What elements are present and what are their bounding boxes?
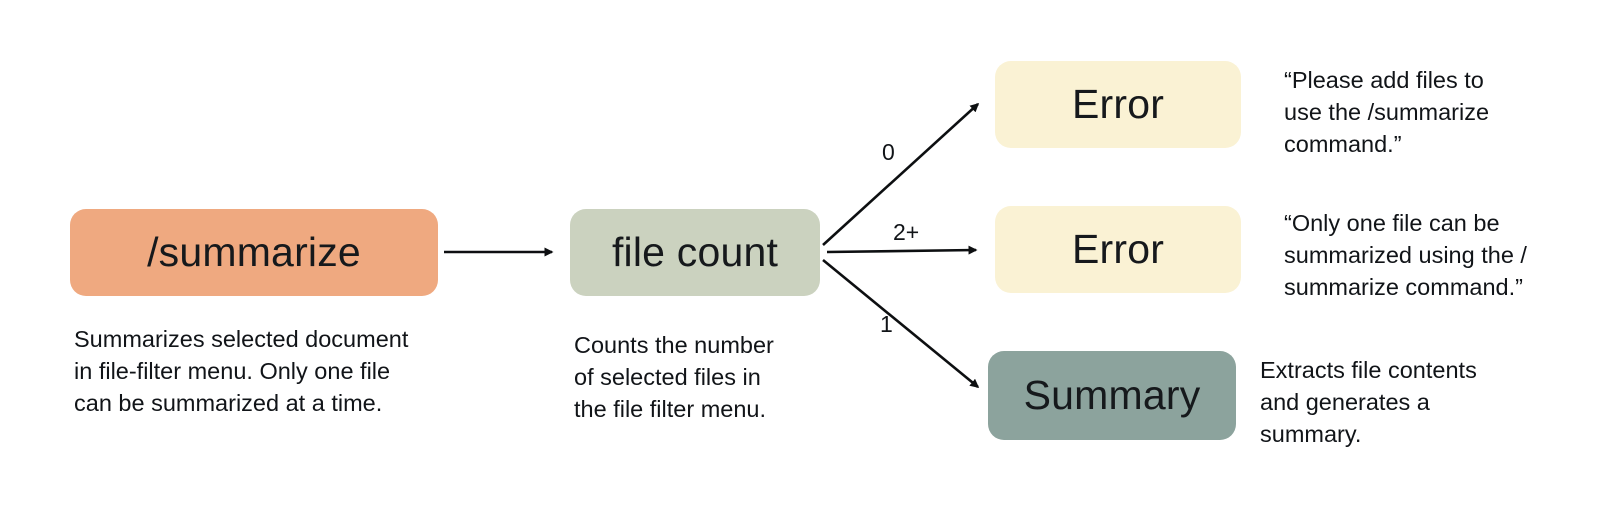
caption-file-count: Counts the number of selected files in t… bbox=[574, 332, 774, 423]
node-summarize: /summarize bbox=[70, 209, 438, 296]
node-file-count-label: file count bbox=[611, 229, 779, 275]
edge-filecount-to-error-multi bbox=[826, 245, 978, 255]
node-error-multi-label: Error bbox=[1071, 226, 1165, 272]
node-summary-label: Summary bbox=[1023, 372, 1201, 418]
edge-label-zero: 0 bbox=[882, 139, 895, 165]
caption-error-multi: “Only one file can be summarized using t… bbox=[1284, 210, 1527, 301]
caption-error-zero: “Please add files to use the /summarize … bbox=[1284, 67, 1490, 158]
caption-summarize: Summarizes selected document in file-fil… bbox=[74, 326, 409, 417]
node-error-multi: Error bbox=[995, 206, 1241, 293]
node-file-count: file count bbox=[570, 209, 820, 296]
node-error-zero-label: Error bbox=[1071, 81, 1165, 127]
edge-label-two-plus: 2+ bbox=[893, 219, 920, 245]
node-error-zero: Error bbox=[995, 61, 1241, 148]
caption-summary: Extracts file contents and generates a s… bbox=[1260, 357, 1477, 448]
node-summary: Summary bbox=[988, 351, 1236, 440]
node-summarize-label: /summarize bbox=[147, 229, 361, 275]
edge-label-one: 1 bbox=[880, 311, 893, 337]
